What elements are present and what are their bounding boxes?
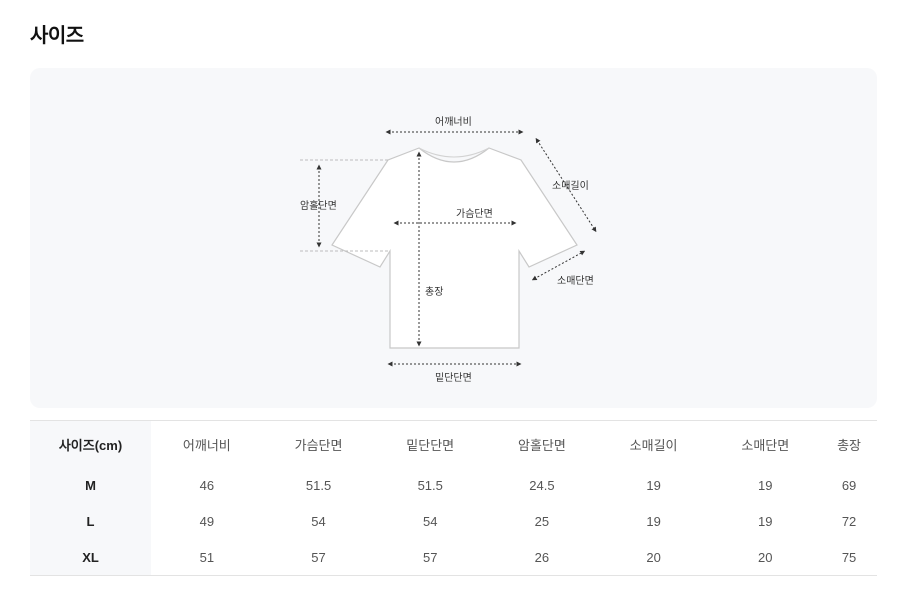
table-header-cell: 소매길이	[629, 437, 678, 453]
hem-label: 밑단단면	[435, 373, 472, 384]
table-header-row: 사이즈(cm) 어깨너비 가슴단면 밑단단면 암홀단면 소매길이 소매단면 총장	[30, 420, 877, 467]
sleeve-length-measure-line	[535, 137, 597, 233]
table-cell: 51.5	[417, 477, 443, 493]
table-cell: 54	[311, 513, 326, 529]
table-cell: 19	[646, 513, 661, 529]
table-header-cell: 어깨너비	[182, 437, 231, 453]
table-cell: 46	[199, 477, 215, 493]
section-title: 사이즈	[30, 25, 84, 47]
table-cell: 19	[758, 477, 773, 493]
sleeve-opening-label: 소매단면	[557, 276, 594, 287]
table-cell: 54	[422, 513, 438, 529]
table-cell: 19	[758, 513, 773, 529]
table-cell: 20	[758, 549, 773, 565]
table-cell: 51	[199, 549, 215, 565]
table-cell: 24.5	[529, 477, 555, 493]
tshirt-illustration	[300, 129, 597, 367]
size-label-cell: M	[30, 467, 151, 503]
table-cell: 57	[311, 549, 326, 565]
table-cell: 49	[199, 513, 215, 529]
table-row: M 46 51.5 51.5 24.5 19 19 69	[30, 467, 877, 503]
table-header-cell: 암홀단면	[517, 437, 566, 453]
table-cell: 51.5	[305, 477, 332, 493]
tshirt-outline	[331, 147, 578, 349]
armhole-label: 암홀단면	[300, 201, 337, 212]
sleeve-opening-measure-line	[531, 250, 586, 281]
size-label-cell: L	[30, 503, 151, 539]
table-header-cell: 소매단면	[741, 437, 790, 453]
chest-label: 가슴단면	[456, 209, 493, 220]
size-table: 사이즈(cm) 어깨너비 가슴단면 밑단단면 암홀단면 소매길이 소매단면 총장…	[30, 420, 877, 576]
table-cell: 57	[422, 549, 438, 565]
table-cell: 25	[534, 513, 550, 529]
table-row: XL 51 57 57 26 20 20 75	[30, 539, 877, 576]
table-cell: 72	[841, 513, 857, 529]
table-cell: 26	[534, 549, 550, 565]
table-header-cell: 사이즈(cm)	[30, 420, 151, 467]
table-header-cell: 총장	[837, 437, 862, 453]
sleeve-length-label: 소매길이	[552, 181, 589, 192]
table-header-cell: 가슴단면	[294, 437, 343, 453]
size-label-cell: XL	[30, 539, 151, 576]
size-diagram: 어깨너비 소매길이 암홀단면 가슴단면 소매단면 총장 밑단단면	[30, 68, 877, 408]
shoulder-label: 어깨너비	[435, 117, 472, 128]
table-cell: 69	[841, 477, 857, 493]
total-length-label: 총장	[425, 287, 444, 298]
table-cell: 20	[646, 549, 661, 565]
table-cell: 75	[841, 549, 857, 565]
table-row: L 49 54 54 25 19 19 72	[30, 503, 877, 539]
table-cell: 19	[646, 477, 661, 493]
table-header-cell: 밑단단면	[406, 437, 455, 453]
